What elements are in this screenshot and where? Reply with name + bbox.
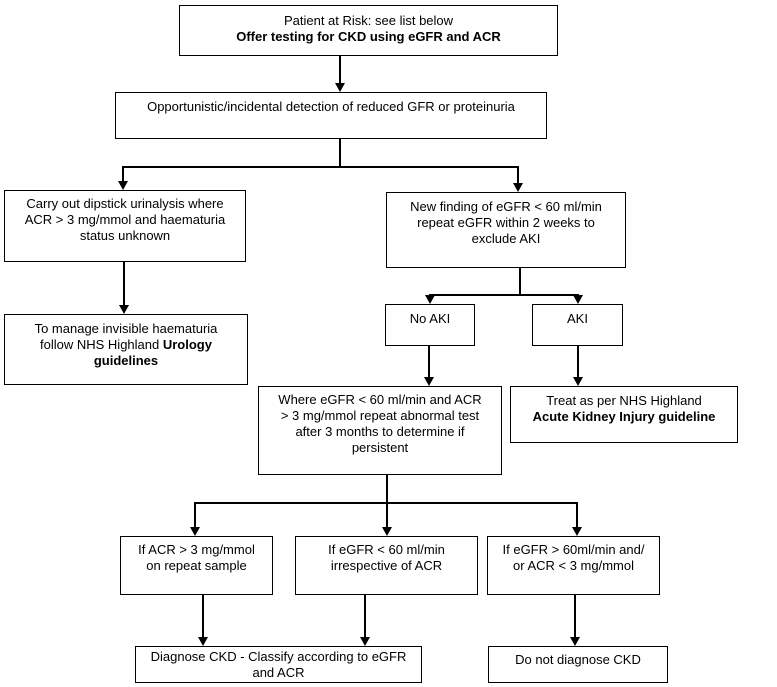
- connector-dipstick-to-urology: [123, 261, 125, 307]
- arrowhead-down-icon: [572, 527, 582, 536]
- arrowhead-down-icon: [118, 181, 128, 190]
- connector-egfr-low-to-diagnose: [364, 595, 366, 639]
- node-text-line: New finding of eGFR < 60 ml/min: [410, 199, 602, 214]
- arrowhead-down-icon: [119, 305, 129, 314]
- connector-to-no-diagnose: [574, 595, 576, 639]
- node-patient-at-risk: Patient at Risk: see list below Offer te…: [179, 5, 558, 56]
- arrowhead-down-icon: [382, 527, 392, 536]
- node-text-line: > 3 mg/mmol repeat abnormal test: [280, 408, 480, 423]
- arrowhead-down-icon: [573, 377, 583, 386]
- node-text-line: or ACR < 3 mg/mmol: [512, 558, 634, 573]
- connector-split-2: [429, 294, 579, 296]
- node-text-line: repeat eGFR within 2 weeks to: [417, 215, 595, 230]
- node-text-line: Diagnose CKD - Classify according to eGF…: [150, 649, 407, 664]
- node-text-line: No AKI: [409, 311, 451, 326]
- node-egfr-low-irrespective: If eGFR < 60 ml/min irrespective of ACR: [295, 536, 478, 595]
- node-text-line: Urology: [162, 337, 212, 352]
- connector-new-finding-stem: [519, 267, 521, 296]
- node-text-line: and ACR: [252, 665, 305, 680]
- connector-acr-to-diagnose: [202, 595, 204, 639]
- node-text-line: Patient at Risk: see list below: [283, 13, 454, 28]
- node-text-line: If ACR > 3 mg/mmol: [138, 542, 255, 557]
- node-treat-aki-guideline: Treat as per NHS Highland Acute Kidney I…: [510, 386, 738, 443]
- connector-to-egfr-low: [386, 502, 388, 528]
- node-egfr-normal: If eGFR > 60ml/min and/ or ACR < 3 mg/mm…: [487, 536, 660, 595]
- node-text-line: To manage invisible haematuria: [34, 321, 218, 336]
- node-text-line: after 3 months to determine if: [295, 424, 465, 439]
- node-text-line: Treat as per NHS Highland: [546, 393, 702, 408]
- connector-to-egfr-normal: [576, 502, 578, 528]
- connector-to-new-finding: [517, 166, 519, 184]
- node-text-line: If eGFR > 60ml/min and/: [502, 542, 645, 557]
- connector-persistent-stem: [386, 474, 388, 503]
- node-text-line: ACR > 3 mg/mmol and haematuria: [24, 212, 226, 227]
- node-text-line: AKI: [567, 311, 588, 326]
- node-text-line: exclude AKI: [471, 231, 541, 246]
- connector-aki-to-treat: [577, 345, 579, 379]
- node-dipstick-urinalysis: Carry out dipstick urinalysis where ACR …: [4, 190, 246, 262]
- node-text-line: Do not diagnose CKD: [515, 652, 641, 667]
- arrowhead-down-icon: [360, 637, 370, 646]
- node-diagnose-ckd: Diagnose CKD - Classify according to eGF…: [135, 646, 422, 683]
- connector-to-acr-repeat: [194, 502, 196, 528]
- arrowhead-down-icon: [573, 295, 583, 304]
- node-new-finding-egfr: New finding of eGFR < 60 ml/min repeat e…: [386, 192, 626, 268]
- node-text-line: Carry out dipstick urinalysis where: [26, 196, 224, 211]
- node-do-not-diagnose-ckd: Do not diagnose CKD: [488, 646, 668, 683]
- node-text-line: Where eGFR < 60 ml/min and ACR: [278, 392, 482, 407]
- node-text-line: irrespective of ACR: [330, 558, 443, 573]
- node-text-line: follow NHS Highland: [40, 337, 163, 352]
- node-text-line: persistent: [351, 440, 409, 455]
- node-text-line: Offer testing for CKD using eGFR and ACR: [236, 29, 501, 44]
- node-acr-repeat-sample: If ACR > 3 mg/mmol on repeat sample: [120, 536, 273, 595]
- node-persistent-check: Where eGFR < 60 ml/min and ACR > 3 mg/mm…: [258, 386, 502, 475]
- arrowhead-down-icon: [190, 527, 200, 536]
- node-opportunistic-detection: Opportunistic/incidental detection of re…: [115, 92, 547, 139]
- node-no-aki: No AKI: [385, 304, 475, 346]
- connector-to-dipstick: [122, 166, 124, 182]
- node-text-line: on repeat sample: [146, 558, 247, 573]
- node-text-line: Acute Kidney Injury guideline: [532, 409, 716, 424]
- connector-top-to-opportunistic: [339, 56, 341, 85]
- node-text-line: If eGFR < 60 ml/min: [328, 542, 445, 557]
- arrowhead-down-icon: [570, 637, 580, 646]
- node-aki: AKI: [532, 304, 623, 346]
- node-text-line: Opportunistic/incidental detection of re…: [147, 99, 515, 114]
- arrowhead-down-icon: [335, 83, 345, 92]
- node-text-line: status unknown: [79, 228, 171, 243]
- node-urology-guidelines: To manage invisible haematuria follow NH…: [4, 314, 248, 385]
- connector-opportunistic-stem: [339, 139, 341, 167]
- arrowhead-down-icon: [424, 377, 434, 386]
- arrowhead-down-icon: [198, 637, 208, 646]
- node-text-line: guidelines: [93, 353, 159, 368]
- arrowhead-down-icon: [425, 295, 435, 304]
- connector-no-aki-to-persistent: [428, 345, 430, 379]
- arrowhead-down-icon: [513, 183, 523, 192]
- connector-split-1: [122, 166, 519, 168]
